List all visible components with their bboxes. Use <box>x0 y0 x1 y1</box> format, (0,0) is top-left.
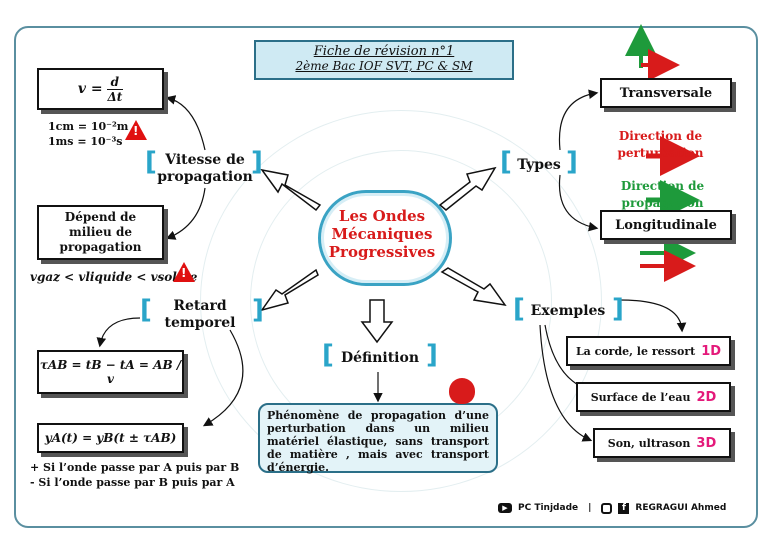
velocity-inequality: vgaz < vliquide < vsolide <box>30 270 198 284</box>
delay-formula-box: τAB = tB − tA = AB / v <box>37 350 184 394</box>
transverse-box: Transversale <box>600 78 732 108</box>
example-3d-tag: 3D <box>696 435 717 451</box>
wave-equation-box: yA(t) = yB(t ± τAB) <box>37 423 184 453</box>
bracket-left-icon: [ <box>513 294 525 324</box>
center-cloud <box>318 190 452 286</box>
background-swirl <box>200 110 602 492</box>
wave-equation: yA(t) = yB(t ± τAB) <box>44 431 177 445</box>
bracket-left-icon: [ <box>500 147 512 177</box>
warning-icon: ! <box>173 262 195 282</box>
delay-note-minus: - Si l’onde passe par B puis par A <box>30 476 235 489</box>
transverse-label: Transversale <box>619 85 713 101</box>
center-title-line2: Mécaniques <box>331 225 433 243</box>
channel-name[interactable]: PC Tinjdade <box>518 503 579 513</box>
warning-icon: ! <box>125 120 147 140</box>
delay-formula: τAB = tB − tA = AB / v <box>39 358 182 386</box>
perturbation-direction-label: Direction de perturbation <box>617 129 704 160</box>
example-1d-tag: 1D <box>701 343 722 359</box>
longitudinal-box: Longitudinale <box>600 210 732 240</box>
facebook-icon[interactable]: f <box>618 502 630 514</box>
instagram-icon[interactable] <box>601 502 613 514</box>
velocity-fraction: d Δt <box>106 75 124 104</box>
footer-separator: | <box>588 503 592 513</box>
header-box: Fiche de révision n°1 2ème Bac IOF SVT, … <box>254 40 514 80</box>
author-name[interactable]: REGRAGUI Ahmed <box>635 503 727 513</box>
example-3d-box: Son, ultrason 3D <box>593 428 731 458</box>
example-2d-text: Surface de l’eau <box>590 390 691 404</box>
bracket-right-icon: ] <box>252 295 264 325</box>
bracket-right-icon: ] <box>426 340 438 370</box>
youtube-icon[interactable]: ▶ <box>498 503 512 513</box>
velocity-numerator: d <box>106 75 124 90</box>
delay-note-plus: + Si l’onde passe par A puis par B <box>30 461 240 474</box>
definition-text: Phénomène de propagation d’une perturbat… <box>267 409 489 474</box>
page-title: Fiche de révision n°1 <box>313 44 455 59</box>
definition-box: Phénomène de propagation d’une perturbat… <box>258 403 498 474</box>
example-2d-box: Surface de l’eau 2D <box>576 382 731 412</box>
example-1d-box: La corde, le ressort 1D <box>566 336 731 366</box>
example-1d-text: La corde, le ressort <box>575 344 696 358</box>
bracket-left-icon: [ <box>140 295 152 325</box>
unit-cm: 1cm = 10⁻²m <box>48 120 129 133</box>
center-title-line3: Progressives <box>328 243 436 261</box>
bracket-right-icon: ] <box>251 147 263 177</box>
propagation-direction-label: Direction de propagation <box>620 179 705 210</box>
bracket-left-icon: [ <box>322 340 334 370</box>
page-subtitle: 2ème Bac IOF SVT, PC & SM <box>295 59 473 73</box>
depend-line1: Dépend de <box>64 210 137 224</box>
center-title-line1: Les Ondes <box>338 207 426 225</box>
longitudinal-label: Longitudinale <box>615 217 717 233</box>
velocity-denominator: Δt <box>107 89 123 104</box>
example-3d-text: Son, ultrason <box>607 436 691 450</box>
delay-label-line1: Retard <box>173 298 227 314</box>
heart-icon <box>449 378 475 404</box>
delay-label-line2: temporel <box>164 315 236 331</box>
depend-line2: milieu de <box>69 225 132 239</box>
types-label: Types <box>517 157 561 173</box>
unit-ms: 1ms = 10⁻³s <box>48 135 123 148</box>
depend-line3: propagation <box>59 240 142 254</box>
examples-label: Exemples <box>530 303 606 319</box>
bracket-right-icon: ] <box>566 147 578 177</box>
definition-label: Définition <box>340 350 420 366</box>
velocity-formula-lhs: v = <box>77 81 103 97</box>
velocity-label-line2: propagation <box>157 169 253 185</box>
bracket-left-icon: [ <box>145 147 157 177</box>
depend-box: Dépend de milieu de propagation <box>37 205 164 260</box>
footer: ▶ PC Tinjdade | f REGRAGUI Ahmed <box>498 500 748 516</box>
velocity-label-line1: Vitesse de <box>165 152 245 168</box>
example-2d-tag: 2D <box>696 389 717 405</box>
bracket-right-icon: ] <box>612 294 624 324</box>
velocity-formula-box: v = d Δt <box>37 68 164 110</box>
